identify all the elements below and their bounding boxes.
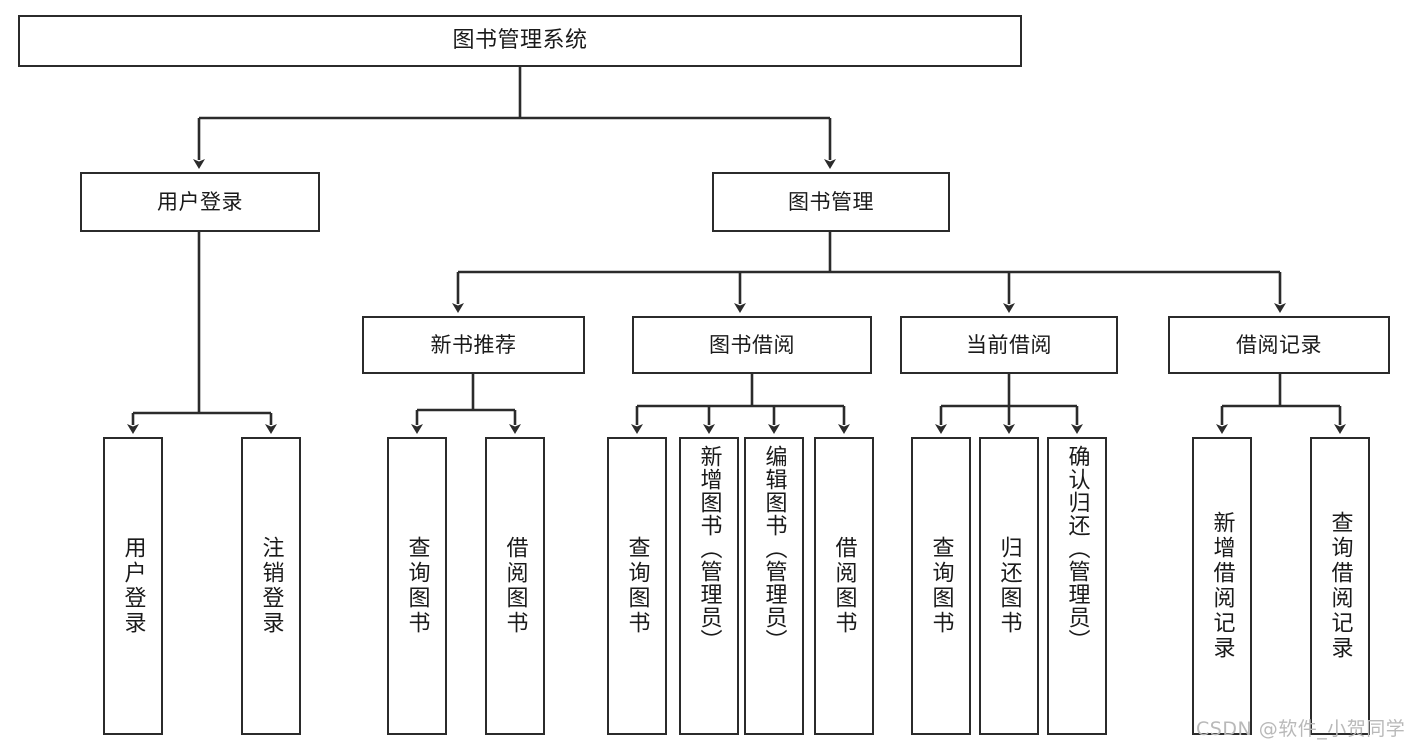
leaf-borrow-add-book-admin[interactable]: 新增图书（管理员）	[679, 437, 739, 735]
leaf-recommend-borrow-book[interactable]: 借阅图书	[485, 437, 545, 735]
node-label: 当前借阅	[966, 332, 1052, 357]
leaf-user-login-login[interactable]: 用户登录	[103, 437, 163, 735]
node-label: 借阅记录	[1236, 332, 1322, 357]
node-label: 编辑图书（管理员）	[761, 445, 787, 652]
leaf-borrow-query-book[interactable]: 查询图书	[607, 437, 667, 735]
leaf-borrow-edit-book-admin[interactable]: 编辑图书（管理员）	[744, 437, 804, 735]
leaf-current-query-book[interactable]: 查询图书	[911, 437, 971, 735]
node-user-login[interactable]: 用户登录	[80, 172, 320, 232]
node-label: 查询图书	[928, 536, 954, 636]
leaf-record-add-record[interactable]: 新增借阅记录	[1192, 437, 1252, 735]
node-label: 新书推荐	[430, 332, 517, 357]
leaf-current-confirm-return-admin[interactable]: 确认归还（管理员）	[1047, 437, 1107, 735]
node-label: 注销登录	[258, 536, 284, 636]
leaf-record-query-record[interactable]: 查询借阅记录	[1310, 437, 1370, 735]
node-book-management[interactable]: 图书管理	[712, 172, 950, 232]
node-label: 新增借阅记录	[1209, 511, 1235, 661]
leaf-user-login-logout[interactable]: 注销登录	[241, 437, 301, 735]
node-label: 用户登录	[120, 536, 146, 636]
node-label: 确认归还（管理员）	[1064, 445, 1090, 652]
leaf-current-return-book[interactable]: 归还图书	[979, 437, 1039, 735]
node-book-borrow[interactable]: 图书借阅	[632, 316, 872, 374]
node-label: 借阅图书	[502, 536, 528, 636]
node-new-book-recommend[interactable]: 新书推荐	[362, 316, 585, 374]
node-label: 图书管理	[788, 189, 874, 214]
node-current-borrow[interactable]: 当前借阅	[900, 316, 1118, 374]
node-label: 归还图书	[996, 536, 1022, 636]
node-label: 查询图书	[624, 536, 650, 636]
node-label: 查询借阅记录	[1327, 511, 1353, 661]
node-label: 图书借阅	[709, 332, 795, 357]
node-root-system[interactable]: 图书管理系统	[18, 15, 1022, 67]
node-label: 借阅图书	[831, 536, 857, 636]
leaf-borrow-borrow-book[interactable]: 借阅图书	[814, 437, 874, 735]
leaf-recommend-query-book[interactable]: 查询图书	[387, 437, 447, 735]
node-label: 图书管理系统	[452, 27, 588, 53]
csdn-watermark: CSDN @软件_小贺同学	[1196, 718, 1405, 740]
node-label: 用户登录	[157, 189, 243, 214]
node-label: 新增图书（管理员）	[696, 445, 722, 652]
node-label: 查询图书	[404, 536, 430, 636]
node-borrow-record[interactable]: 借阅记录	[1168, 316, 1390, 374]
